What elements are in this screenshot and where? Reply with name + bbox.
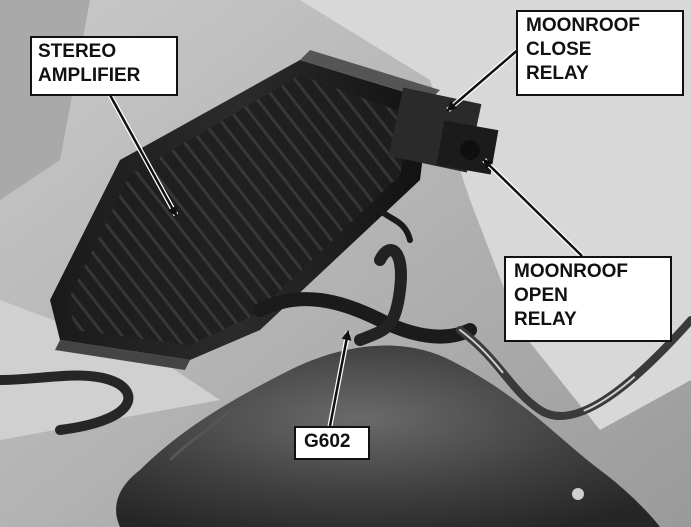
amplifier [50,50,440,370]
moonroof-open-relay-label-line-1: MOONROOF [514,261,628,282]
g602-label: G602 [294,426,370,460]
moonroof-close-relay-label-line-3: RELAY [526,63,589,84]
moonroof-open-relay-label: MOONROOF OPEN RELAY [504,256,672,342]
hand-crease [168,408,232,462]
panel-clip [572,488,584,500]
hand [116,345,660,527]
stereo-amplifier-label-line-2: AMPLIFIER [38,65,141,86]
moonroof-close-relay-label: MOONROOF CLOSE RELAY [516,10,684,96]
moonroof-open-relay-label-line-2: OPEN [514,285,568,306]
lower-left-panel [0,300,220,440]
stereo-amplifier-label: STEREO AMPLIFIER [30,36,178,96]
moonroof-close-relay-label-line-1: MOONROOF [526,15,640,36]
g602-label-text: G602 [304,431,351,452]
moonroof-close-relay-label-line-2: CLOSE [526,39,592,60]
moonroof-open-relay-label-line-3: RELAY [514,309,577,330]
wiring-harness [0,207,691,435]
stereo-amplifier-label-line-1: STEREO [38,41,117,62]
